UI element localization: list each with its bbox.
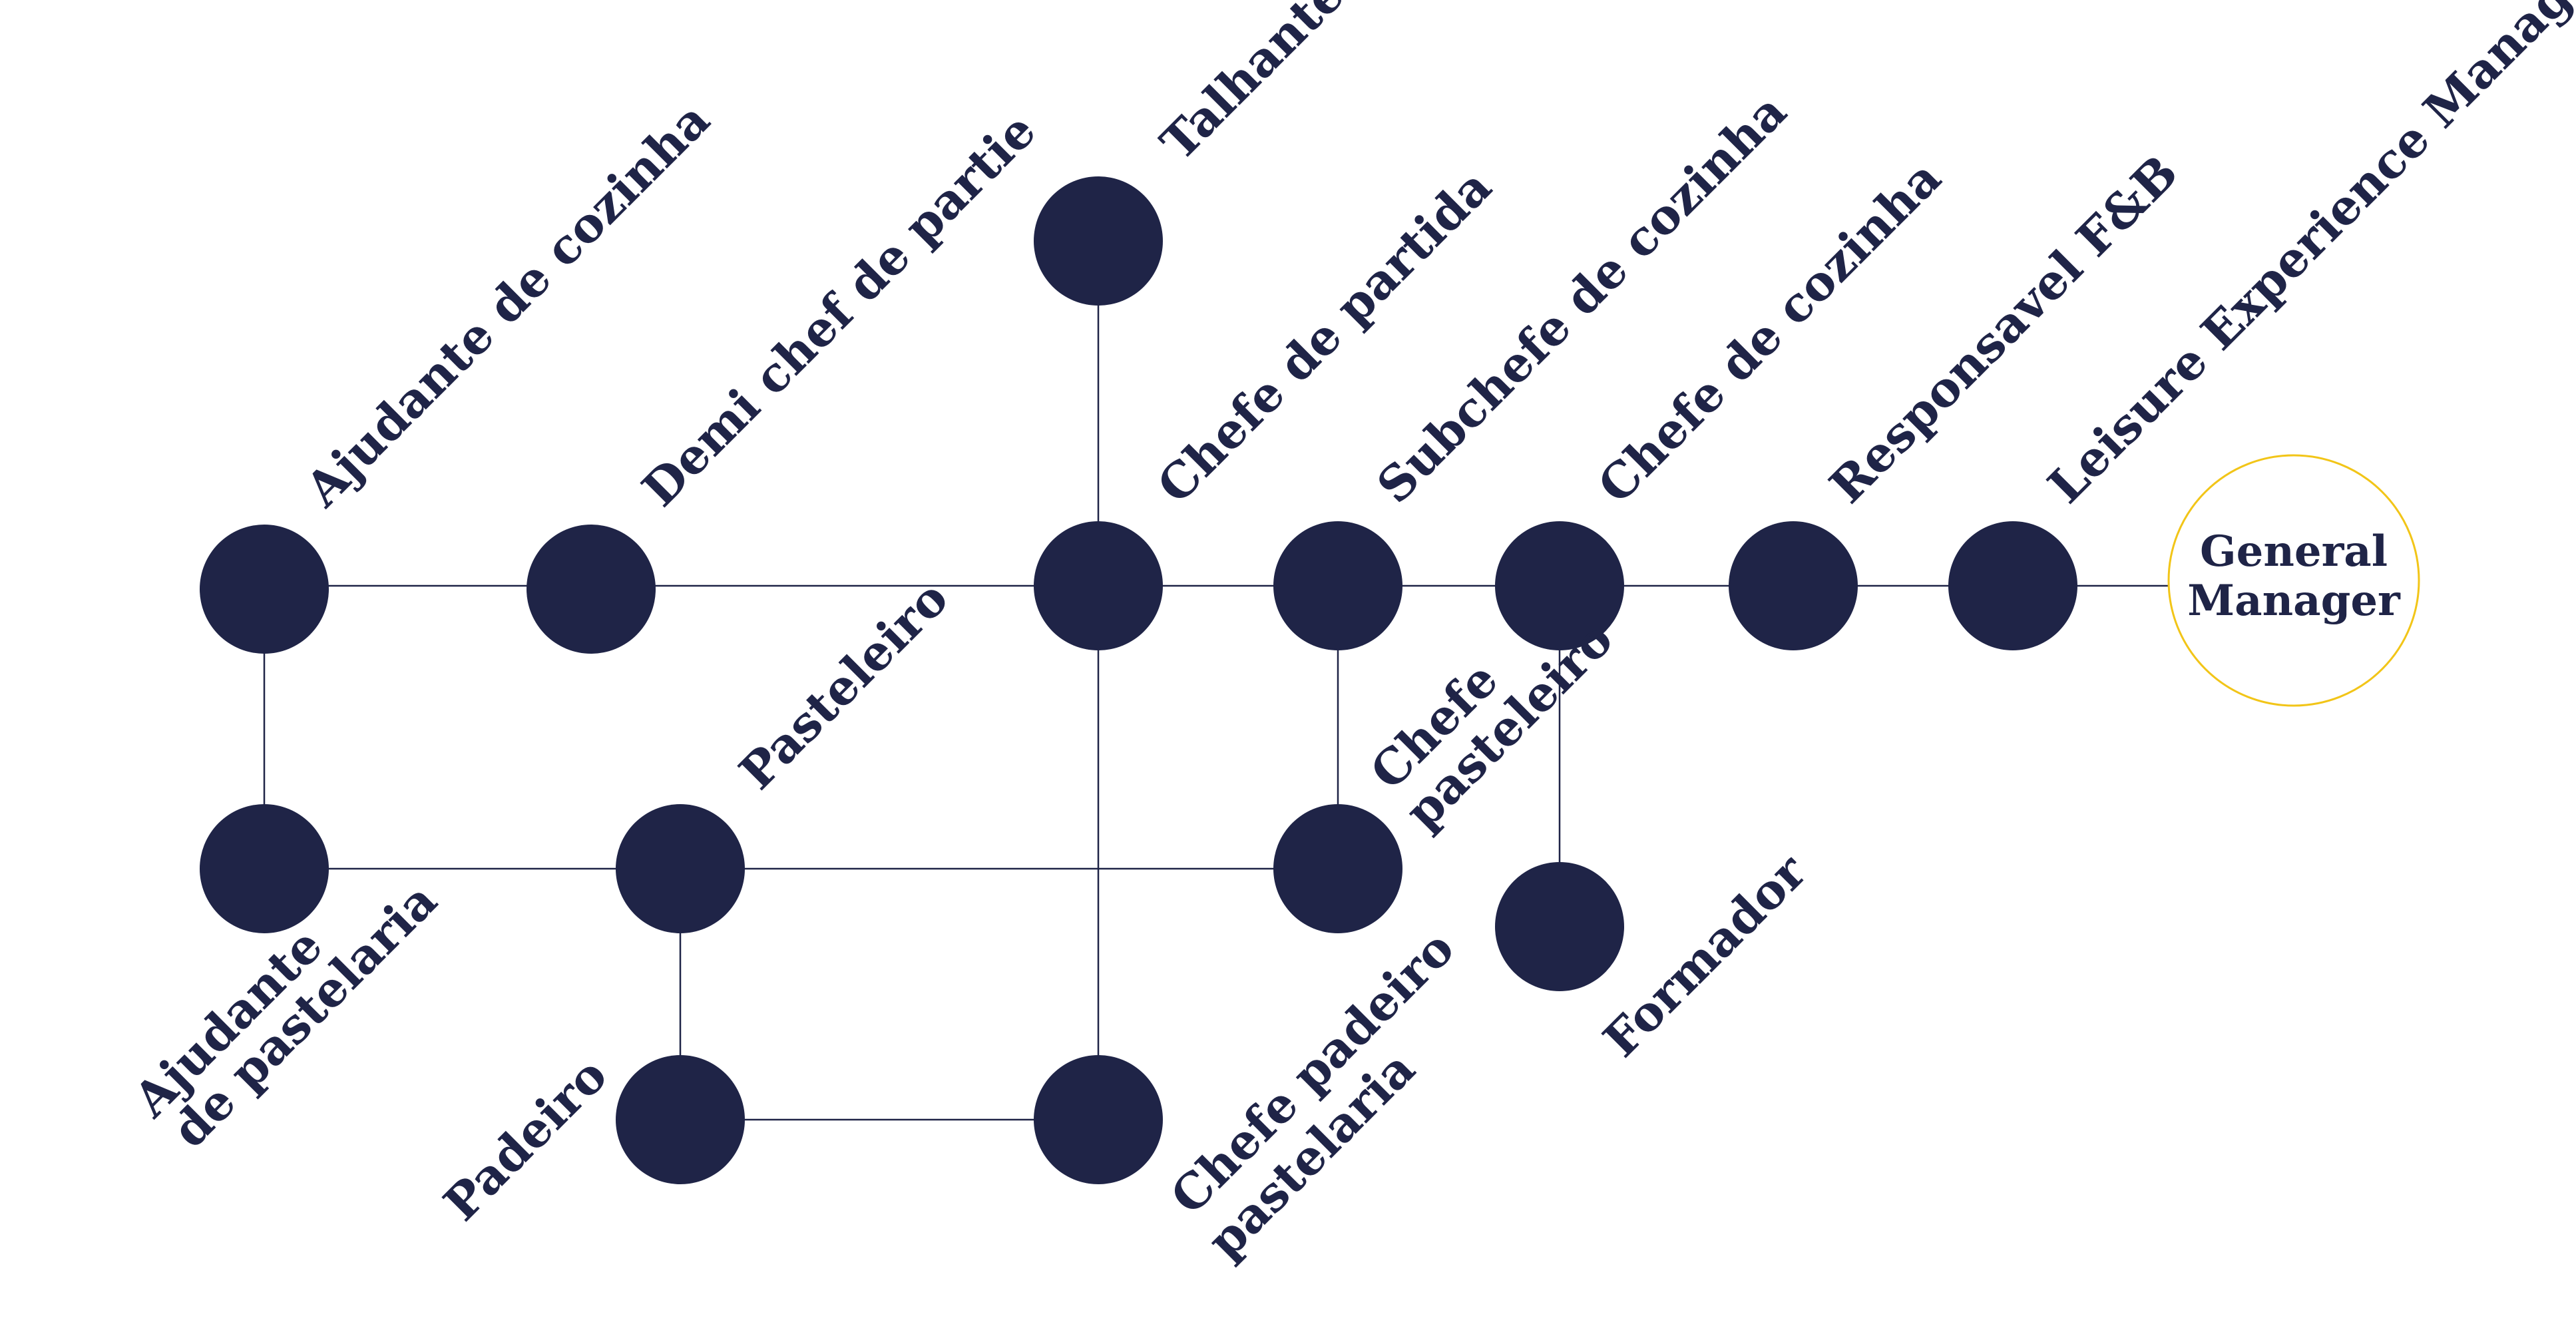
node-circle (1495, 862, 1624, 991)
node-circle (1729, 521, 1858, 650)
node-circle (200, 804, 329, 933)
node-pasteleiro[interactable]: Pasteleiro (616, 570, 959, 933)
role-label: Pasteleiro (728, 570, 959, 800)
role-label: Subchefe de cozinha (1366, 83, 1797, 514)
node-circle (1034, 521, 1163, 650)
node-circle (200, 525, 329, 654)
node-circle (1273, 521, 1402, 650)
node-circle (1495, 521, 1624, 650)
node-circle (1948, 521, 2077, 650)
node-circle (1034, 176, 1163, 306)
root-label-line2: Manager (2187, 576, 2401, 626)
node-circle (616, 804, 745, 933)
node-circle (1034, 1055, 1163, 1184)
role-label: Padeiro (433, 1046, 618, 1232)
role-label: Leisure Experience Manager (2037, 0, 2576, 514)
node-circle (616, 1055, 745, 1184)
node-circle (1273, 804, 1402, 933)
node-talhante[interactable]: Talhante (1034, 0, 1355, 306)
role-label: Formador (1592, 843, 1817, 1068)
connector-lines (263, 241, 2169, 1121)
root-label-line1: General (2200, 527, 2388, 576)
node-padeiro[interactable]: Padeiro (433, 1046, 745, 1232)
node-circle (527, 525, 656, 654)
node-ajudante-de-pastelaria[interactable]: Ajudante de pastelaria (122, 804, 447, 1158)
role-label: Demi chef de partie (631, 102, 1046, 517)
node-general-manager[interactable]: General Manager (2167, 454, 2420, 707)
node-chefe-de-cozinha[interactable]: Chefe de cozinha (1495, 149, 1952, 650)
root-ring (2167, 454, 2420, 707)
node-formador[interactable]: Formador (1495, 843, 1817, 1068)
role-label: Talhante (1150, 0, 1355, 171)
